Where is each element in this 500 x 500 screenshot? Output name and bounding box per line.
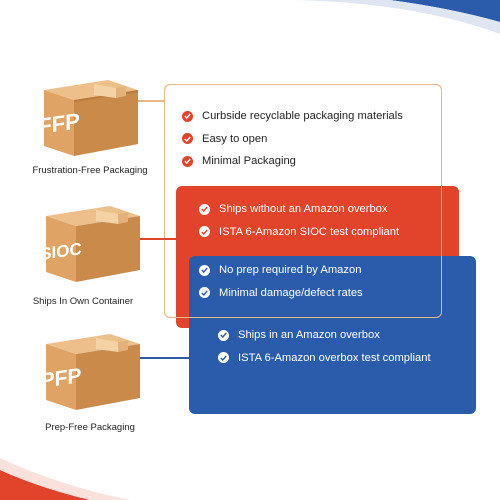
cardboard-box-icon: PFP [41,334,140,410]
feature-text: Easy to open [202,132,268,145]
pfp-feature-panel [189,256,476,414]
feature-text: Minimal Packaging [202,155,296,168]
list-item: ISTA 6-Amazon SIOC test compliant [199,221,399,244]
ffp-connector-line [138,100,164,102]
check-circle-icon [218,329,229,341]
sioc-package: SIOC [40,194,144,286]
ffp-caption: Frustration-Free Packaging [32,165,148,176]
check-circle-icon [199,226,210,238]
cardboard-box-icon: SIOC [40,206,140,282]
top-blue-arc [390,0,500,22]
bottom-light-arc [0,458,130,500]
pfp-connector-line [138,357,189,359]
check-circle-icon [199,287,210,299]
ffp-panel-overlay-outline [164,84,442,318]
list-item: Easy to open [182,128,403,151]
feature-text: ISTA 6-Amazon SIOC test compliant [219,225,400,238]
list-item: No prep required by Amazon [199,259,363,282]
cardboard-box-icon: FFP [38,80,138,156]
top-light-arc [300,0,500,34]
list-item: Curbside recyclable packaging materials [182,105,403,128]
feature-text: ISTA 6-Amazon overbox test compliant [238,351,431,364]
list-item: Minimal Packaging [182,150,403,173]
sioc-connector-line [130,238,176,240]
list-item: Minimal damage/defect rates [199,282,363,305]
pfp-package: PFP [40,322,144,414]
list-item: ISTA 6-Amazon overbox test compliant [218,347,431,370]
ffp-package: FFP [38,68,142,160]
check-circle-icon [199,203,210,215]
feature-text: No prep required by Amazon [219,264,362,277]
check-circle-icon [199,264,210,276]
list-item: Ships without an Amazon overbox [199,198,399,221]
box-code-label: FFP [38,108,80,139]
sioc-caption: Ships In Own Container [32,296,134,307]
ffp-feature-list: Curbside recyclable packaging materials … [182,105,403,173]
bottom-red-arc [0,470,90,500]
feature-text: Ships without an Amazon overbox [219,203,388,216]
pfp-feature-list-upper: No prep required by Amazon Minimal damag… [199,259,363,304]
sioc-feature-list: Ships without an Amazon overbox ISTA 6-A… [199,198,399,243]
feature-text: Minimal damage/defect rates [219,286,363,299]
feature-text: Ships in an Amazon overbox [238,329,380,342]
pfp-feature-list-lower: Ships in an Amazon overbox ISTA 6-Amazon… [218,324,431,369]
pfp-caption: Prep-Free Packaging [45,422,135,433]
list-item: Ships in an Amazon overbox [218,324,431,347]
check-circle-icon [182,133,193,145]
check-circle-icon [218,352,229,364]
check-circle-icon [182,155,193,167]
check-circle-icon [182,110,193,122]
feature-text: Curbside recyclable packaging materials [202,110,403,123]
